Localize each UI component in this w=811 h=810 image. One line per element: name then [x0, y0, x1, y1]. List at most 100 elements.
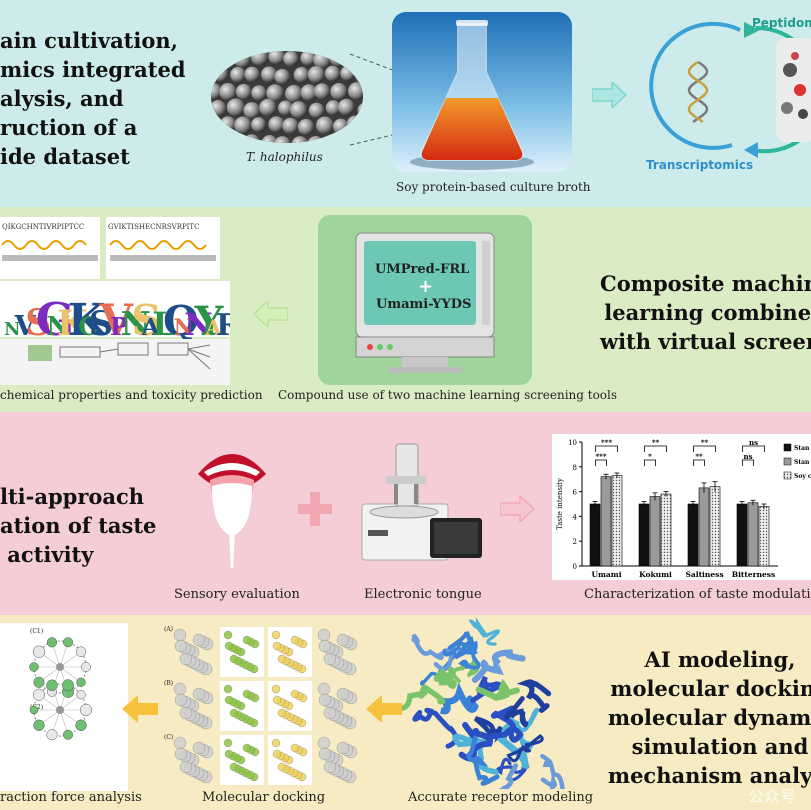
section-ai-modeling: (C1) (C2) raction force analysis (A) (B)…: [0, 615, 811, 810]
cell: [285, 84, 303, 103]
legend-swatch: [783, 471, 792, 480]
ribbon: [411, 633, 456, 672]
cell: [219, 116, 236, 133]
ribbon: [442, 641, 481, 670]
ribbon: [451, 658, 480, 684]
cell: [274, 68, 291, 85]
omics-top-label: Peptidom: [752, 16, 811, 30]
ribbon: [402, 682, 446, 711]
cell: [211, 51, 220, 66]
cell: [212, 66, 229, 82]
legend-swatch: [783, 457, 792, 466]
ribbon: [412, 707, 459, 749]
residue-node: [75, 646, 87, 657]
watermark: 公众号: [748, 787, 797, 806]
bar: [758, 506, 770, 567]
cell: [218, 51, 236, 67]
cell: [235, 83, 252, 100]
sequence-logo-panel: QIKGCHNTIVRPIPTCC GVIKTISHECNRSVRPITC NV…: [0, 217, 230, 385]
arrow-left-icon-2: [122, 695, 158, 723]
cell: [234, 116, 252, 134]
docking-caption: Molecular docking: [202, 790, 326, 805]
residue-node: [63, 637, 74, 648]
logo-letter: V: [14, 311, 37, 342]
logo-letter: N: [4, 319, 20, 340]
significance-label: ***: [596, 452, 607, 461]
cell: [330, 83, 348, 101]
center-caption: Compound use of two machine learning scr…: [278, 388, 618, 402]
svg-text:(B): (B): [164, 680, 173, 687]
y-tick-label: 2: [573, 538, 577, 546]
logo-letter: P: [110, 312, 128, 341]
section4-title: AI modeling, molecular docking molecular…: [607, 647, 811, 788]
cell: [211, 116, 220, 133]
residue-node: [76, 690, 86, 700]
logo-letter: C: [78, 312, 98, 341]
section1-title: ain cultivation, mics integrated alysis,…: [0, 28, 186, 169]
cell: [300, 84, 318, 101]
y-tick-label: 0: [573, 563, 577, 571]
receptor-caption: Accurate receptor modeling: [408, 790, 594, 805]
section-taste-activity: lti-approach ation of taste activity Sen…: [0, 412, 811, 615]
chart-caption: Characterization of taste modulation: [584, 587, 811, 602]
residue-node: [46, 637, 58, 648]
dna-strand: [687, 60, 709, 123]
svg-text:(A): (A): [164, 626, 173, 633]
svg-text:GVIKTISHECNRSVRPITC: GVIKTISHECNRSVRPITC: [108, 223, 199, 231]
computer-screen: [318, 215, 532, 385]
plus-icon: [298, 492, 332, 526]
logo-letter: N: [46, 312, 70, 342]
ribbon: [516, 679, 552, 713]
logo-letter: N: [174, 315, 194, 341]
ligand-node: [56, 706, 64, 714]
logo-letter: S: [131, 296, 161, 345]
cell: [308, 102, 325, 119]
bar: [660, 493, 672, 567]
logo-letter: L: [152, 305, 175, 343]
residue-node: [33, 719, 45, 731]
ribbon: [498, 763, 518, 789]
ribbon: [471, 649, 526, 683]
cell: [230, 66, 246, 83]
significance-label: ns: [749, 438, 758, 447]
legend-label: Stan: [794, 459, 810, 466]
screen-plus: +: [418, 276, 434, 297]
x-tick-label: Kokumi: [639, 570, 672, 579]
ribbon: [466, 735, 500, 786]
ribbon: [503, 696, 529, 728]
residue-node: [29, 662, 39, 672]
significance-bracket: [644, 445, 667, 452]
screen-line2: Umami-YYDS: [376, 297, 472, 312]
ribbon: [439, 682, 479, 715]
cell: [259, 98, 277, 117]
ribbon: [506, 734, 544, 763]
residue-node: [46, 729, 58, 741]
bar: [649, 496, 661, 567]
x-tick-label: Bitterness: [732, 570, 776, 579]
significance-bracket: [693, 445, 716, 452]
cell: [273, 136, 291, 143]
cell: [251, 117, 267, 133]
residue-node: [75, 719, 87, 731]
bar: [687, 503, 699, 567]
svg-text:(C1): (C1): [30, 628, 43, 635]
significance-bracket: [742, 459, 754, 466]
ribbon: [475, 678, 520, 701]
bar: [589, 503, 601, 567]
microbe-label: T. halophilus: [246, 150, 323, 164]
cell: [316, 116, 334, 135]
logo-letter: Y: [194, 298, 224, 345]
bar: [698, 487, 710, 567]
y-tick-label: 4: [573, 513, 578, 521]
arrow-right-icon: [592, 82, 628, 108]
residue-node: [76, 677, 86, 687]
logo-letter: G: [36, 293, 74, 346]
ribbon: [496, 757, 530, 782]
section-strain-cultivation: ain cultivation, mics integrated alysis,…: [0, 0, 811, 207]
bar: [709, 486, 721, 567]
cell: [325, 100, 341, 116]
cell: [268, 51, 285, 65]
significance-label: *: [648, 452, 652, 461]
residue-node: [63, 729, 74, 740]
bar: [736, 503, 748, 567]
